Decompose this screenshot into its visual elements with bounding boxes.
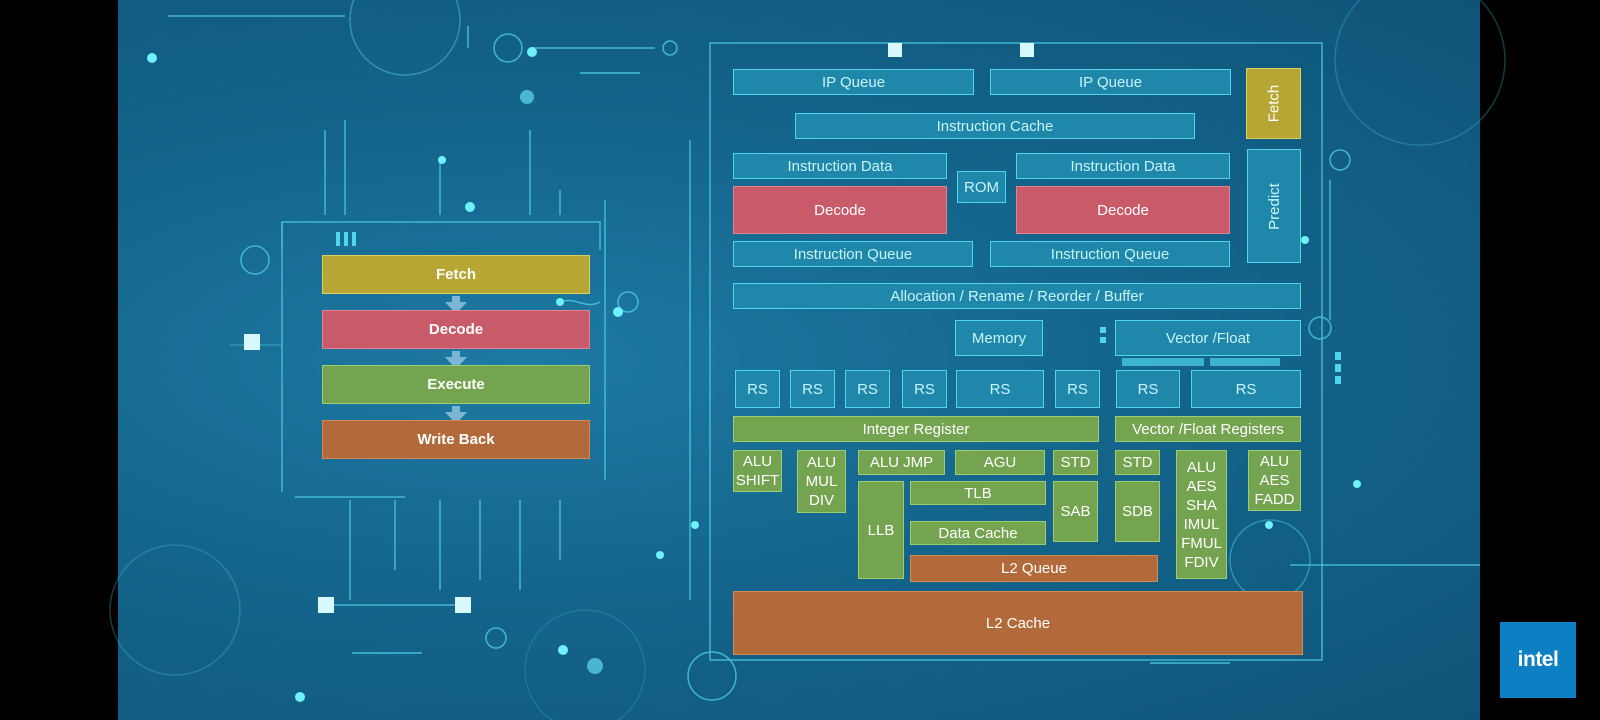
instruction-data-2: Instruction Data: [1016, 153, 1230, 179]
intel-logo-text: intel: [1517, 648, 1559, 671]
llb: LLB: [858, 481, 904, 579]
alu-jmp: ALU JMP: [858, 450, 945, 475]
vector-float-unit: Vector /Float: [1115, 320, 1301, 356]
instruction-queue-2: Instruction Queue: [990, 241, 1230, 267]
alu-mul-div: ALU MUL DIV: [797, 450, 846, 513]
pipeline-arrow: [452, 406, 460, 414]
std-2: STD: [1115, 450, 1160, 475]
reservation-station: RS: [790, 370, 835, 408]
tlb: TLB: [910, 481, 1046, 505]
reservation-station: RS: [1055, 370, 1100, 408]
reservation-station: RS: [735, 370, 780, 408]
rom: ROM: [957, 171, 1006, 203]
fetch-label: Fetch: [1264, 84, 1282, 123]
reservation-station: RS: [1116, 370, 1180, 408]
agu: AGU: [955, 450, 1045, 475]
memory-unit: Memory: [955, 320, 1043, 356]
pipeline-stage-label: Decode: [428, 321, 484, 338]
alu-aes-fadd: ALU AES FADD: [1248, 450, 1301, 511]
allocation-rename-reorder-buffer: Allocation / Rename / Reorder / Buffer: [733, 283, 1301, 309]
std-1: STD: [1053, 450, 1098, 475]
pipeline-stage-write-back: Write Back: [322, 420, 590, 459]
instruction-cache: Instruction Cache: [795, 113, 1195, 139]
pipeline-stage-fetch: Fetch: [322, 255, 590, 294]
pipeline-stage-label: Execute: [427, 376, 485, 393]
predict-unit: Predict: [1247, 149, 1301, 263]
fetch-unit: Fetch: [1246, 68, 1301, 139]
reservation-station: RS: [1191, 370, 1301, 408]
sab: SAB: [1053, 481, 1098, 542]
ip-queue-1: IP Queue: [733, 69, 974, 95]
intel-logo: intel: [1500, 622, 1576, 698]
reservation-station: RS: [902, 370, 947, 408]
pipeline-stage-execute: Execute: [322, 365, 590, 404]
pipeline-stage-label: Write Back: [417, 431, 495, 448]
pipeline-stage-label: Fetch: [435, 266, 476, 283]
vector-float-registers: Vector /Float Registers: [1115, 416, 1301, 442]
instruction-queue-1: Instruction Queue: [733, 241, 973, 267]
l2-queue: L2 Queue: [910, 555, 1158, 582]
ip-queue-2: IP Queue: [990, 69, 1231, 95]
pipeline-stage-decode: Decode: [322, 310, 590, 349]
decode-1: Decode: [733, 186, 947, 234]
pipeline-arrow: [452, 351, 460, 359]
data-cache: Data Cache: [910, 521, 1046, 545]
l2-cache: L2 Cache: [733, 591, 1303, 655]
pipeline-arrow: [452, 296, 460, 304]
instruction-data-1: Instruction Data: [733, 153, 947, 179]
decode-2: Decode: [1016, 186, 1230, 234]
reservation-station: RS: [956, 370, 1044, 408]
predict-label: Predict: [1265, 182, 1283, 230]
alu-shift: ALU SHIFT: [733, 450, 782, 492]
sdb: SDB: [1115, 481, 1160, 542]
reservation-station: RS: [845, 370, 890, 408]
integer-register: Integer Register: [733, 416, 1099, 442]
alu-aes-sha-imul-fmul-fdiv: ALU AES SHA IMUL FMUL FDIV: [1176, 450, 1227, 579]
